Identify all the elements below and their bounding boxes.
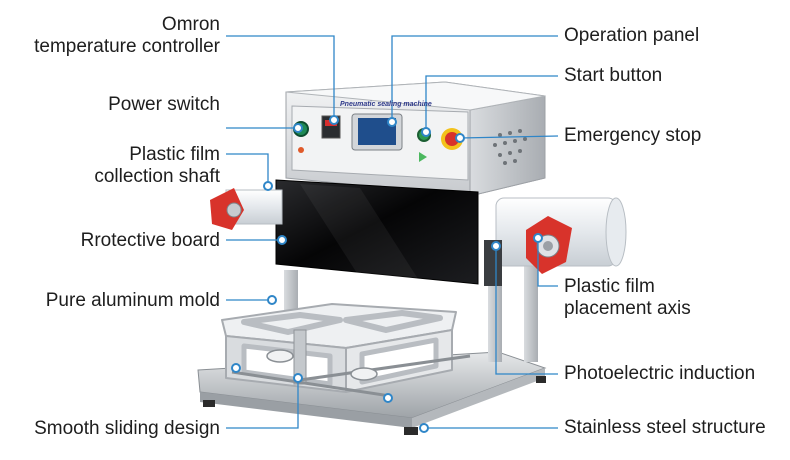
label-power-switch: Power switch	[108, 94, 220, 115]
label-protective-board: Rrotective board	[80, 230, 220, 251]
rail-wheels	[266, 349, 378, 381]
column	[524, 262, 538, 362]
machine-plate-text: Pneumatic sealing machine	[340, 101, 432, 108]
sliding-rails	[231, 354, 471, 398]
foot	[404, 427, 418, 435]
vent-grille	[493, 129, 527, 165]
label-emergency-stop: Emergency stop	[564, 125, 702, 146]
play-icon	[419, 152, 427, 162]
indicator-light	[298, 147, 304, 153]
protective-board	[275, 179, 479, 285]
label-sliding-design: Smooth sliding design	[34, 418, 220, 439]
label-aluminum-mold: Pure aluminum mold	[45, 290, 220, 311]
film-roll	[495, 197, 627, 274]
machine	[197, 81, 627, 435]
column	[488, 270, 502, 362]
label-collection-shaft: Plastic film collection shaft	[94, 144, 220, 187]
label-stainless: Stainless steel structure	[564, 417, 766, 438]
foot	[203, 400, 215, 407]
machine-head	[285, 81, 546, 197]
label-placement-axis: Plastic film placement axis	[564, 276, 691, 319]
leader-lines	[226, 35, 559, 429]
leader-dots	[231, 115, 543, 433]
label-operation-panel: Operation panel	[564, 25, 700, 46]
foot	[536, 376, 546, 383]
mold-handle	[293, 329, 307, 385]
label-photoelectric: Photoelectric induction	[564, 363, 756, 384]
emergency-stop-button[interactable]	[445, 132, 459, 146]
collection-roll	[210, 188, 283, 230]
label-start-button: Start button	[564, 65, 663, 86]
label-omron: Omron temperature controller	[34, 14, 220, 57]
photoelectric-sensor	[484, 240, 502, 286]
